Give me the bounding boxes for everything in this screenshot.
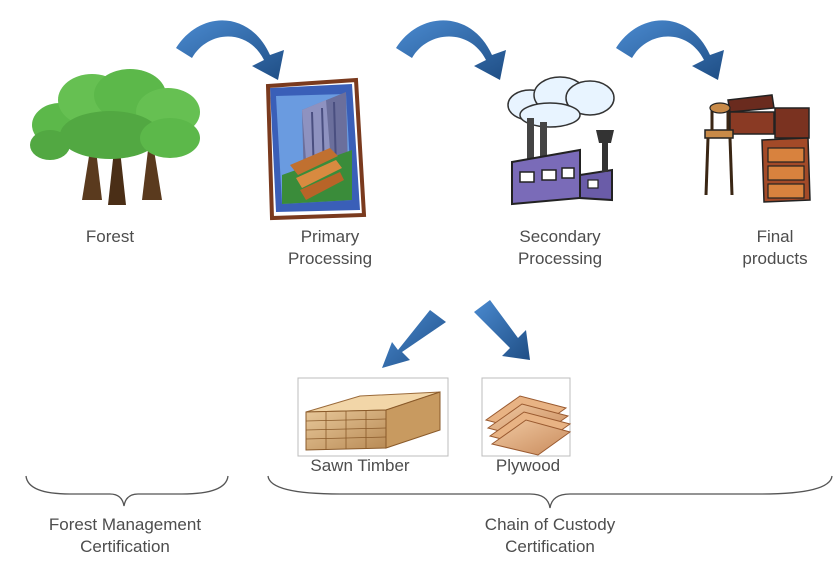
stage-label-forest: Forest	[85, 227, 135, 246]
certification-chain-of-custody: Chain of Custody Certification	[484, 515, 616, 556]
product-label-sawn-timber: Sawn Timber	[310, 456, 410, 475]
curved-arrow-icon	[396, 20, 506, 80]
brace-icon	[25, 475, 229, 507]
certification-forest-management: Forest Management Certification	[48, 515, 202, 556]
stage-label-final-products: Final products	[742, 227, 808, 268]
furniture-icon	[704, 94, 811, 203]
down-arrow-icon	[382, 310, 446, 368]
factory-icon	[507, 76, 615, 206]
sawn-timber-icon	[297, 377, 449, 457]
brace-icon	[267, 475, 833, 509]
curved-arrow-icon	[176, 20, 284, 80]
product-label-plywood: Plywood	[495, 456, 561, 475]
curved-arrow-icon	[616, 20, 724, 80]
tree-icon	[30, 69, 200, 205]
plywood-icon	[481, 377, 572, 457]
stage-label-primary-processing: Primary Processing	[287, 227, 373, 268]
down-arrow-icon	[474, 300, 530, 360]
stage-label-secondary-processing: Secondary Processing	[517, 227, 603, 268]
sawmill-icon	[265, 77, 367, 221]
